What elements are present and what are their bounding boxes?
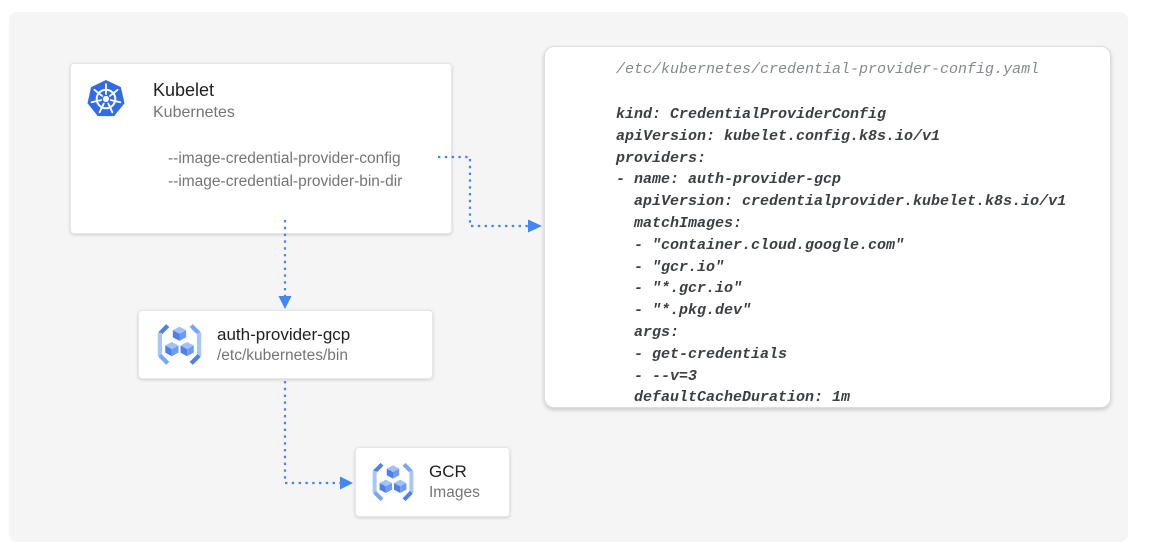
kubelet-subtitle: Kubernetes xyxy=(153,104,235,121)
credential-provider-config-panel: /etc/kubernetes/credential-provider-conf… xyxy=(544,46,1111,408)
kubelet-flag-config: --image-credential-provider-config xyxy=(168,150,401,167)
kubelet-title: Kubelet xyxy=(153,80,215,100)
container-registry-icon xyxy=(372,462,414,502)
config-file-path: /etc/kubernetes/credential-provider-conf… xyxy=(616,61,1040,78)
auth-provider-gcp-path: /etc/kubernetes/bin xyxy=(217,346,348,364)
auth-provider-gcp-node-card: auth-provider-gcp /etc/kubernetes/bin xyxy=(138,310,433,379)
gcr-title: GCR xyxy=(429,462,467,481)
auth-provider-gcp-title: auth-provider-gcp xyxy=(217,324,351,344)
config-yaml-content: kind: CredentialProviderConfig apiVersio… xyxy=(616,106,1067,407)
gcr-node-card: GCR Images xyxy=(355,447,510,517)
kubelet-flag-bin-dir: --image-credential-provider-bin-dir xyxy=(168,173,403,190)
kubernetes-helm-icon xyxy=(87,80,125,117)
container-registry-icon xyxy=(157,324,202,365)
gcr-subtitle: Images xyxy=(429,484,480,501)
kubelet-flags: --image-credential-provider-config --ima… xyxy=(168,147,436,193)
kubelet-node-card: Kubelet Kubernetes --image-credential-pr… xyxy=(70,63,452,234)
